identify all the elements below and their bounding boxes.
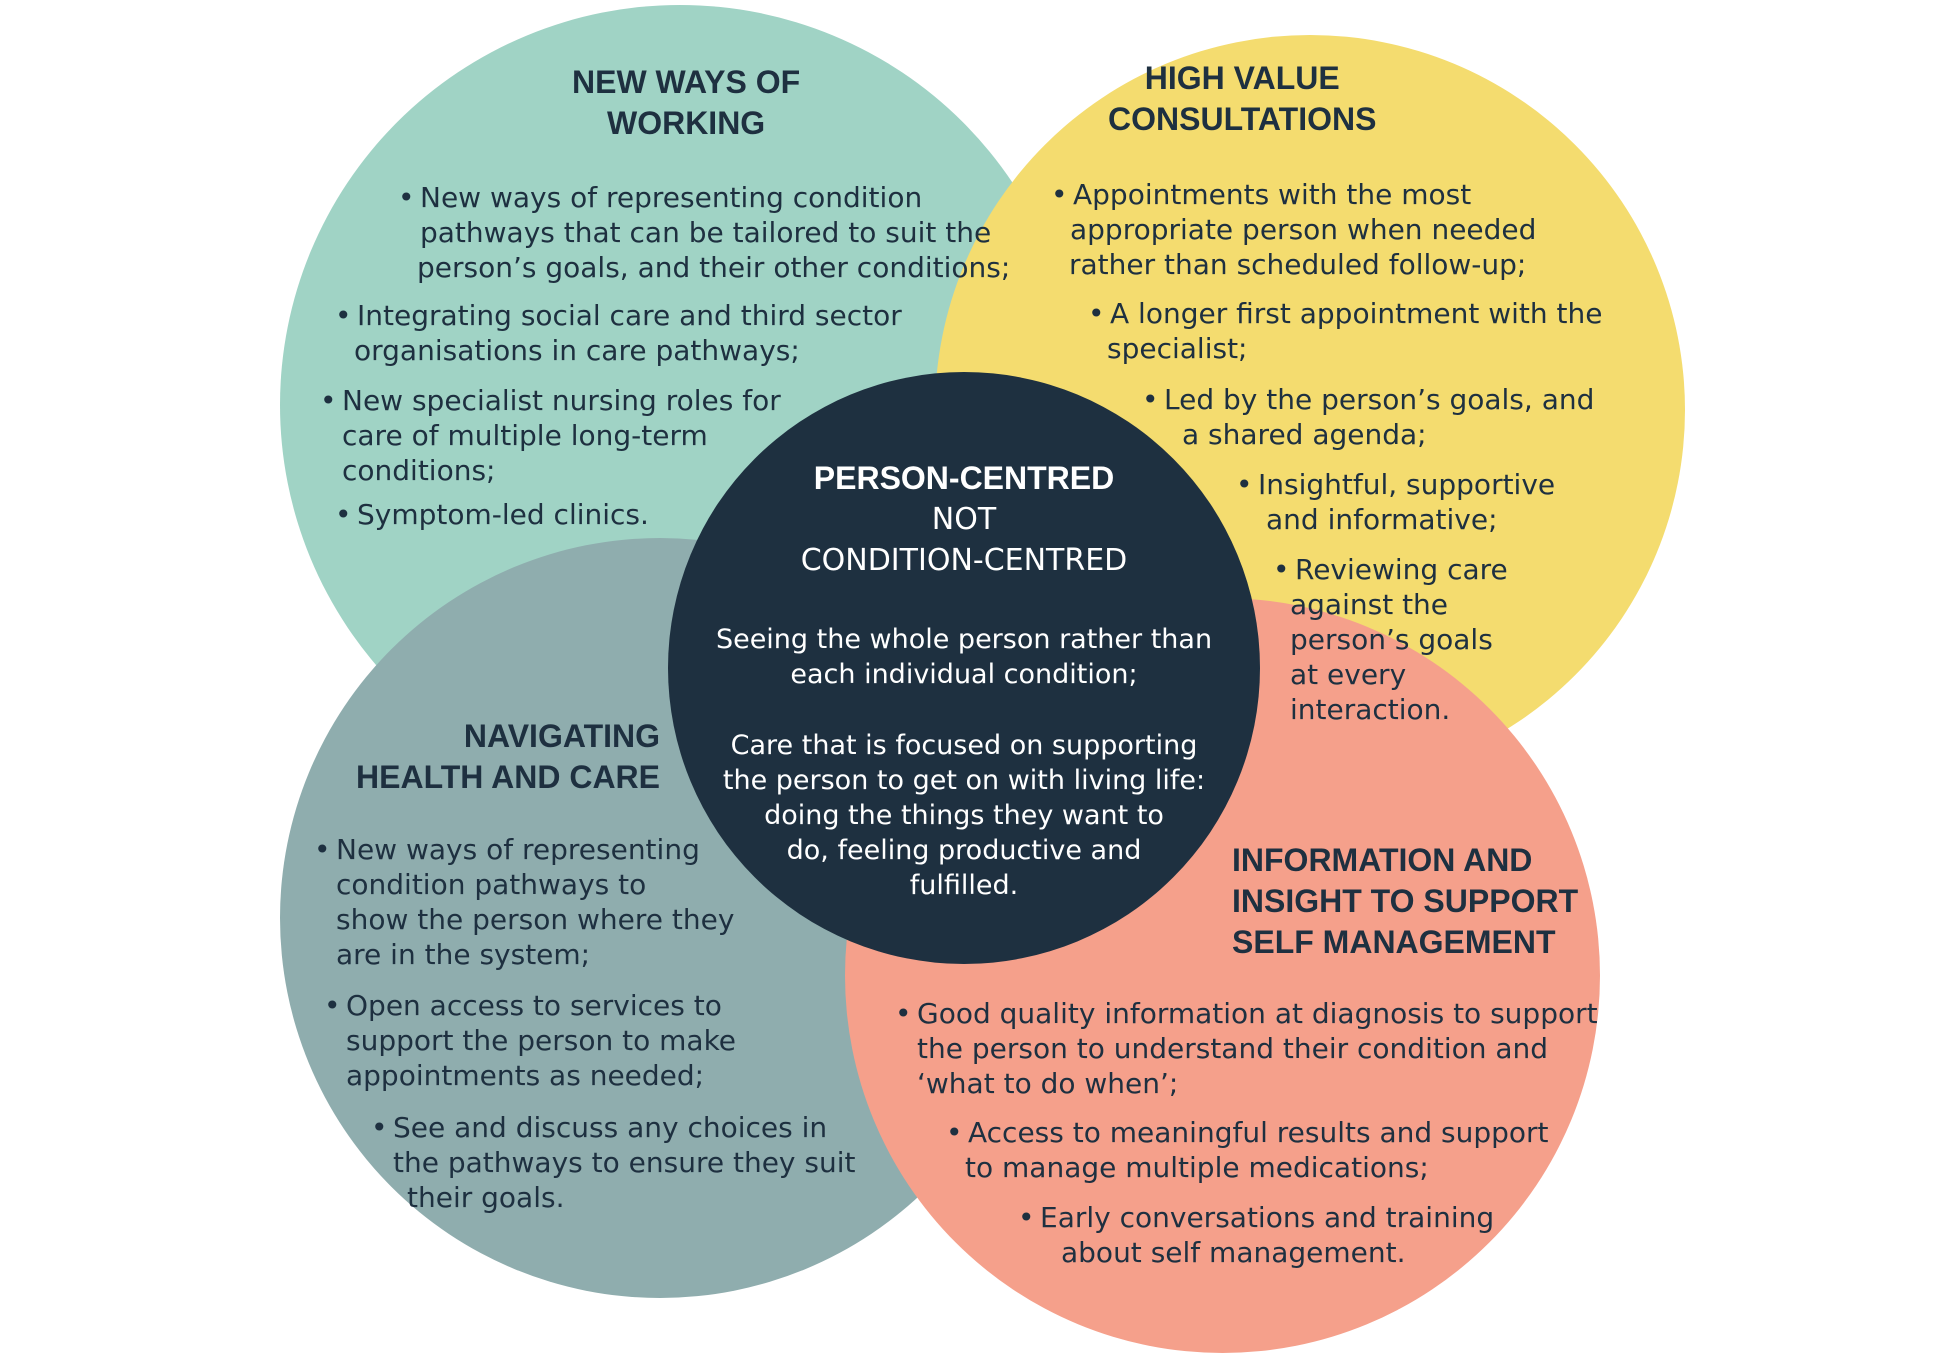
paragraph-line: fulfilled. [909,870,1019,901]
bullet-line: the pathways to ensure they suit [393,1146,856,1179]
new-ways-bullet-4: Symptom-led clinics. [335,497,649,545]
navigating-heading: NAVIGATING HEALTH AND CARE [355,716,660,798]
paragraph-line: Seeing the whole person rather than [715,624,1213,655]
high-value-heading-line: CONSULTATIONS [1108,101,1377,137]
paragraph-line: do, feeling productive and [786,835,1142,866]
bullet-line: Appointments with the most [1073,178,1472,211]
bullet-line: Reviewing care [1295,553,1508,586]
bullet-line: pathways that can be tailored to suit th… [420,216,992,249]
bullet-line: Integrating social care and third sector [357,299,902,332]
navigating-bullet-1: New ways of representing condition pathw… [314,832,735,985]
high-value-heading: HIGH VALUE CONSULTATIONS [1108,58,1376,140]
information-heading-line: INFORMATION AND [1232,842,1533,878]
paragraph-line: each individual condition; [790,659,1138,690]
bullet-line: appropriate person when needed [1070,213,1537,246]
bullet-line: support the person to make [346,1024,737,1057]
bullet-line: rather than scheduled follow-up; [1069,248,1527,281]
information-bullet-1: Good quality information at diagnosis to… [895,996,1598,1114]
paragraph-line: Care that is focused on supporting [730,730,1198,761]
high-value-bullet-4: Insightful, supportive and informative; [1236,467,1556,550]
navigating-heading-line: HEALTH AND CARE [356,759,660,795]
bullet-line: New ways of representing [336,833,700,866]
bullet-line: specialist; [1107,332,1248,365]
navigating-bullet-2: Open access to services to support the p… [324,988,737,1106]
bullet-line: Early conversations and training [1040,1201,1495,1234]
bullet-line: Open access to services to [346,989,722,1022]
person-centred-not: NOT [931,502,997,537]
bullet-line: care of multiple long-term [342,419,708,452]
person-centred-condition: CONDITION-CENTRED [800,543,1128,578]
bullet-line: at every [1290,658,1407,691]
bullet-line: Insightful, supportive [1258,468,1556,501]
bullet-line: about self management. [1061,1236,1406,1269]
paragraph-line: doing the things they want to [764,800,1164,831]
high-value-bullet-1: Appointments with the most appropriate p… [1051,177,1537,295]
navigating-bullet-3: See and discuss any choices in the pathw… [371,1110,856,1228]
new-ways-heading-line: WORKING [606,105,766,141]
bullet-line: against the [1290,588,1449,621]
bullet-line: Symptom-led clinics. [357,498,649,531]
bullet-line: a shared agenda; [1182,418,1427,451]
person-centred-paragraph: Seeing the whole person rather than each… [668,622,1260,692]
bullet-line: A longer first appointment with the [1110,297,1603,330]
high-value-heading-line: HIGH VALUE [1144,60,1340,96]
high-value-bullet-5: Reviewing care against the person’s goal… [1273,552,1508,740]
bullet-line: their goals. [407,1181,565,1214]
bullet-line: are in the system; [336,938,591,971]
new-ways-bullet-2: Integrating social care and third sector… [335,298,902,381]
bullet-line: See and discuss any choices in [393,1111,828,1144]
bullet-line: Access to meaningful results and support [968,1116,1549,1149]
new-ways-heading: NEW WAYS OF WORKING [572,62,800,144]
information-bullet-2: Access to meaningful results and support… [946,1115,1549,1198]
information-heading-line: INSIGHT TO SUPPORT [1232,883,1579,919]
information-bullet-3: Early conversations and training about s… [1018,1200,1495,1283]
bullet-line: conditions; [342,454,496,487]
new-ways-heading-line: NEW WAYS OF [572,64,801,100]
paragraph-line: the person to get on with living life: [722,765,1206,796]
navigating-heading-line: NAVIGATING [463,718,660,754]
person-centred-body: Seeing the whole person rather than each… [668,622,1260,939]
bullet-line: the person to understand their condition… [917,1032,1549,1065]
bullet-line: ‘what to do when’; [917,1067,1179,1100]
person-centred-title: PERSON-CENTRED [813,460,1115,496]
bullet-line: show the person where they [336,903,735,936]
bullet-line: Good quality information at diagnosis to… [917,997,1598,1030]
bullet-line: and informative; [1266,503,1498,536]
bullet-line: to manage multiple medications; [965,1151,1429,1184]
bullet-line: interaction. [1290,693,1451,726]
bullet-line: New specialist nursing roles for [342,384,781,417]
new-ways-bullet-1: New ways of representing condition pathw… [398,180,1011,298]
high-value-bullet-2: A longer first appointment with the spec… [1088,296,1603,379]
high-value-bullet-3: Led by the person’s goals, and a shared … [1142,382,1595,465]
person-centred-paragraph: Care that is focused on supporting the p… [668,728,1260,903]
bullet-line: condition pathways to [336,868,647,901]
bullet-line: person’s goals, and their other conditio… [417,251,1011,284]
bullet-line: organisations in care pathways; [354,334,800,367]
person-centred-heading: PERSON-CENTRED NOT CONDITION-CENTRED [668,458,1260,581]
bullet-line: person’s goals [1290,623,1493,656]
bullet-line: Led by the person’s goals, and [1164,383,1595,416]
information-heading: INFORMATION AND INSIGHT TO SUPPORT SELF … [1232,840,1578,963]
new-ways-bullet-3: New specialist nursing roles for care of… [320,383,781,501]
bullet-line: New ways of representing condition [420,181,923,214]
bullet-line: appointments as needed; [346,1059,705,1092]
information-heading-line: SELF MANAGEMENT [1232,924,1556,960]
